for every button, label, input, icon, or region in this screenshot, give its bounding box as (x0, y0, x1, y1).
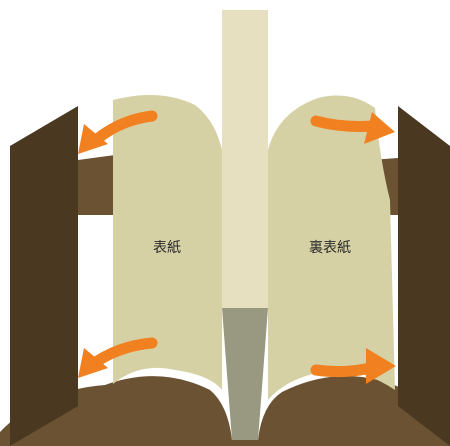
front-cover-label: 表紙 (153, 240, 181, 256)
arrow-top-right (310, 112, 395, 144)
arrow-bottom-right (310, 348, 396, 384)
right-cover-board (398, 106, 450, 446)
spine-lower (222, 308, 268, 440)
left-cover-board (10, 106, 78, 446)
book-base (0, 376, 450, 446)
left-page (113, 95, 222, 390)
spine-upper (222, 10, 268, 308)
left-board-top (78, 155, 115, 215)
back-cover-label: 裏表紙 (309, 239, 351, 256)
right-page (268, 95, 395, 401)
arrow-bottom-left (78, 337, 158, 378)
arrow-top-left (78, 110, 158, 154)
